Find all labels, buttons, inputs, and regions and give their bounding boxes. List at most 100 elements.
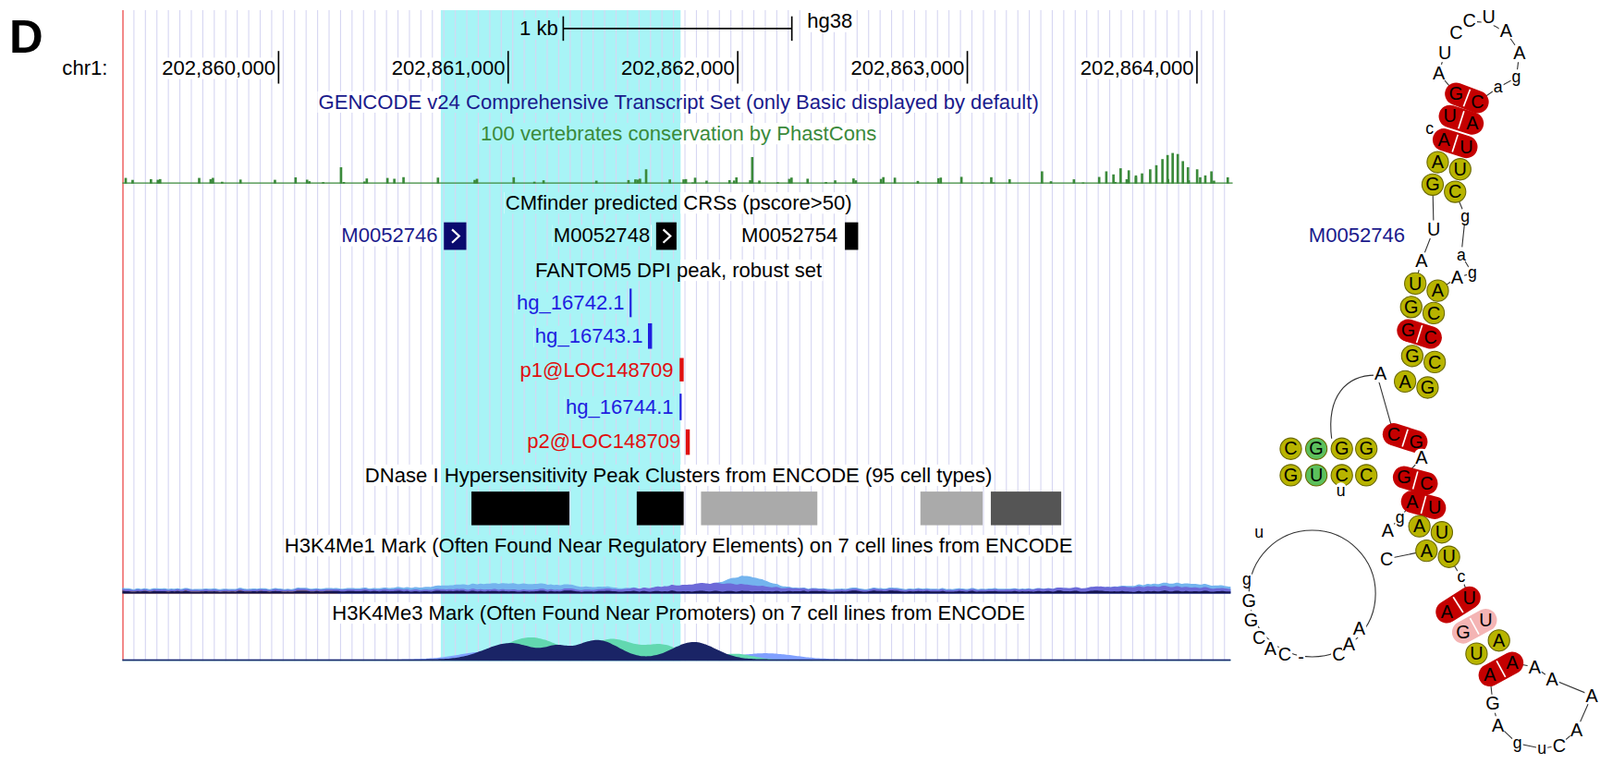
conservation-bar — [788, 179, 792, 184]
nucleotide: G — [1240, 591, 1258, 611]
position-ticks — [278, 50, 1197, 84]
nucleotide: A — [1420, 541, 1433, 561]
nucleotide: U — [1469, 645, 1483, 664]
nucleotide: A — [1437, 130, 1450, 149]
grid-line — [225, 10, 227, 661]
conservation-bar — [732, 180, 736, 184]
conservation-bar — [852, 178, 855, 184]
conservation-bar — [960, 176, 964, 184]
grid-line — [1200, 10, 1202, 661]
grid-line — [156, 10, 158, 661]
conservation-bar — [542, 180, 546, 184]
conservation-bar — [1135, 175, 1138, 184]
pair-divider — [1458, 110, 1465, 129]
nucleotide: u — [1253, 524, 1265, 541]
conservation-bar — [386, 178, 390, 184]
grid-line — [1051, 10, 1053, 661]
rna-backbone — [1248, 22, 1592, 750]
track-label: 202,863,000 — [849, 57, 965, 79]
pair-circle — [1427, 151, 1449, 173]
conservation-track — [122, 153, 1233, 184]
grid-line — [1120, 10, 1122, 661]
nucleotide: A — [1342, 635, 1356, 655]
nucleotide: A — [1441, 602, 1454, 622]
pair-circle — [1280, 464, 1302, 487]
grid-line — [133, 10, 135, 661]
conservation-bar — [220, 182, 224, 184]
nucleotide: C — [1551, 736, 1568, 756]
pair-circle — [1416, 540, 1438, 562]
conservation-bar — [365, 178, 368, 184]
nucleotide: g — [1394, 510, 1406, 527]
pair-circle — [1306, 438, 1328, 460]
conservation-bar — [1212, 181, 1216, 184]
nucleotide: C — [1424, 328, 1438, 347]
rna-base-pairs — [1280, 89, 1513, 678]
pair-divider — [1416, 325, 1423, 343]
track-label: H3K4Me1 Mark (Often Found Near Regulator… — [283, 535, 1075, 557]
nucleotide: u — [1536, 740, 1548, 758]
conservation-bar — [476, 179, 479, 184]
conservation-bar — [1148, 169, 1152, 184]
track-label: 100 vertebrates conservation by PhastCon… — [479, 122, 879, 145]
pair-divider — [1463, 89, 1470, 108]
track-label: p1@LOC148709 — [518, 359, 674, 381]
grid-line — [1155, 10, 1157, 661]
track-label: p2@LOC148709 — [525, 430, 682, 452]
nucleotide: U — [1463, 588, 1477, 608]
conservation-bar — [158, 179, 162, 184]
nucleotide: C — [1283, 439, 1297, 459]
signal-area — [122, 590, 1231, 594]
nucleotide: A — [1352, 619, 1367, 638]
conservation-bar — [1040, 170, 1044, 184]
nucleotide: A — [1373, 364, 1388, 383]
nucleotide: A — [1490, 716, 1505, 735]
grid-line — [1132, 10, 1134, 661]
pair-circle — [1424, 351, 1446, 373]
grid-line — [1223, 10, 1225, 661]
conservation-bar — [992, 182, 996, 184]
conservation-bar — [636, 179, 640, 184]
nucleotide: G — [1484, 695, 1502, 714]
pair-circle — [1331, 438, 1353, 460]
conservation-bar — [1119, 168, 1123, 184]
conservation-bar — [533, 182, 537, 184]
grid-line — [1098, 10, 1100, 661]
conservation-bar — [436, 177, 440, 184]
nucleotide: A — [1483, 666, 1496, 685]
conservation-bar — [937, 178, 941, 184]
nucleotide: A — [1413, 517, 1426, 537]
grid-line — [293, 10, 295, 661]
conservation-bar — [638, 178, 642, 184]
conservation-bar — [342, 182, 346, 184]
conservation-bar — [1127, 170, 1131, 184]
grid-lines — [134, 10, 1225, 661]
conservation-bar — [833, 180, 837, 184]
conservation-bar — [682, 179, 685, 184]
pair-divider — [1469, 618, 1479, 635]
pair-divider — [1452, 134, 1458, 153]
nucleotide: G — [1449, 85, 1464, 104]
conservation-bar — [1209, 170, 1213, 184]
nucleotide: A — [1584, 686, 1599, 706]
nucleotide: C — [1448, 183, 1462, 202]
h3k4me3-track — [122, 637, 1231, 661]
nucleotide: A — [1405, 492, 1418, 512]
nucleotide: U — [1309, 466, 1323, 486]
conservation-bar — [1098, 177, 1101, 184]
conservation-bar — [757, 180, 761, 184]
nucleotide: A — [1512, 43, 1527, 62]
conservation-bar — [209, 179, 213, 184]
nucleotide: G — [1401, 321, 1416, 341]
nucleotide: A — [1263, 639, 1278, 659]
conservation-bar — [131, 180, 135, 184]
conservation-bar — [1050, 181, 1053, 184]
track-label: M0052746 — [340, 224, 440, 246]
conservation-bar — [273, 180, 277, 184]
track-label: 202,861,000 — [390, 57, 507, 79]
nucleotide: U — [1435, 523, 1449, 542]
nucleotide: C — [1379, 549, 1395, 569]
nucleotide: A — [1431, 153, 1444, 172]
nucleotide: G — [1358, 439, 1373, 459]
baseline — [122, 182, 1233, 184]
